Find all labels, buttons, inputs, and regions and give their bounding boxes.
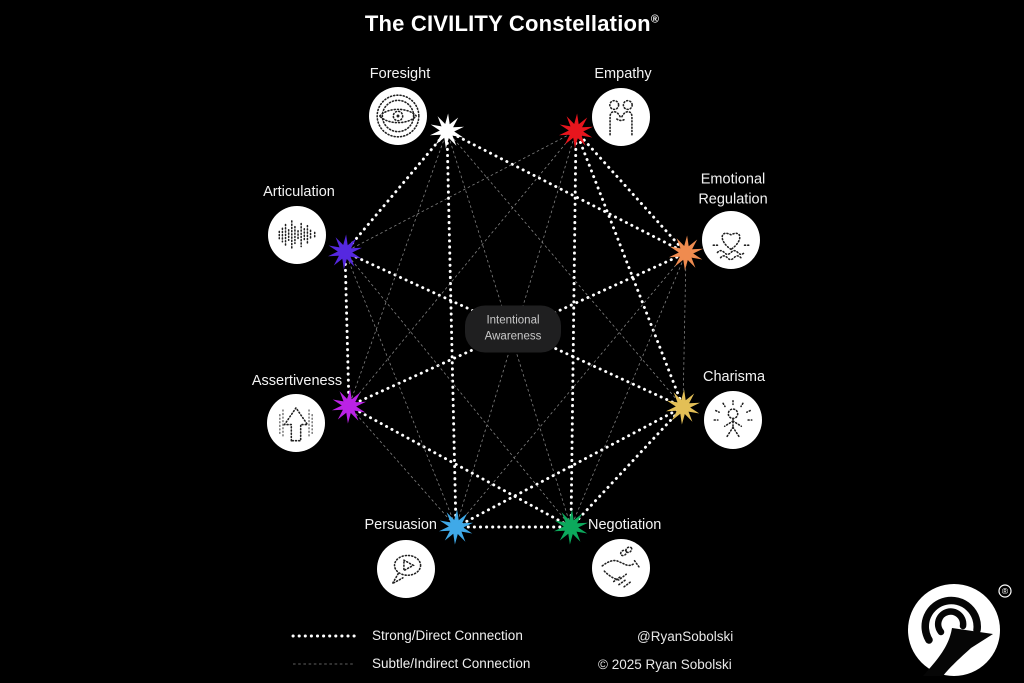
edge-foresight-charisma bbox=[446, 130, 684, 408]
articulation-star bbox=[328, 234, 362, 270]
assertiveness-star bbox=[332, 388, 366, 424]
persuasion-label: Persuasion bbox=[364, 517, 437, 534]
eye-icon bbox=[376, 94, 420, 138]
edge-emotional_regulation-negotiation bbox=[570, 252, 687, 528]
page-title: The CIVILITY Constellation® bbox=[0, 11, 1024, 37]
legend-strong: Strong/Direct Connection bbox=[290, 628, 523, 643]
logo-road bbox=[923, 628, 993, 676]
edge-empathy-persuasion bbox=[455, 130, 577, 528]
edge-assertiveness-emotional_regulation bbox=[347, 251, 688, 408]
brand-logo: ® bbox=[908, 584, 1012, 676]
negotiation-star bbox=[554, 509, 588, 545]
edge-empathy-emotional_regulation bbox=[574, 129, 688, 255]
empathy-star bbox=[559, 113, 593, 149]
waveform-icon bbox=[278, 220, 316, 250]
node-persuasion bbox=[377, 540, 435, 598]
charisma-label: Charisma bbox=[702, 369, 766, 386]
foresight-label: Foresight bbox=[369, 66, 431, 83]
edge-foresight-negotiation bbox=[446, 130, 572, 528]
legend-subtle-label: Subtle/Indirect Connection bbox=[372, 656, 531, 671]
logo-inner-arc bbox=[934, 608, 967, 636]
node-articulation bbox=[268, 206, 326, 264]
edge-foresight-persuasion bbox=[445, 129, 458, 529]
logo-outer-arc bbox=[921, 596, 981, 644]
edge-persuasion-charisma bbox=[454, 405, 685, 529]
social-handle: @RyanSobolski bbox=[637, 629, 734, 644]
negotiation-label: Negotiation bbox=[588, 517, 662, 534]
empathy-label: Empathy bbox=[594, 66, 652, 83]
logo-registered-mark: ® bbox=[998, 584, 1012, 598]
assertiveness-label: Assertiveness bbox=[251, 373, 343, 390]
svg-text:®: ® bbox=[1002, 586, 1009, 596]
persuasion-star bbox=[439, 509, 473, 545]
edge-emotional_regulation-charisma bbox=[682, 252, 687, 408]
edge-articulation-persuasion bbox=[344, 251, 457, 528]
center-hub-label: Intentional Awareness bbox=[484, 314, 542, 342]
edge-empathy-charisma bbox=[574, 129, 685, 409]
speech-play-icon bbox=[390, 554, 422, 586]
articulation-label: Articulation bbox=[263, 184, 335, 201]
title-text: The CIVILITY Constellation bbox=[364, 11, 651, 36]
edge-empathy-negotiation bbox=[569, 129, 578, 529]
people-icon bbox=[609, 99, 633, 136]
node-foresight bbox=[369, 87, 427, 145]
radiant-person-icon bbox=[713, 399, 753, 439]
edge-foresight-emotional_regulation bbox=[445, 129, 688, 255]
copyright-text: © 2025 Ryan Sobolski bbox=[598, 657, 732, 672]
subtle-line-sample bbox=[293, 663, 355, 664]
legend-subtle: Subtle/Indirect Connection bbox=[290, 656, 530, 671]
legend-strong-label: Strong/Direct Connection bbox=[372, 628, 523, 643]
edge-emotional_regulation-persuasion bbox=[455, 252, 687, 528]
node-empathy bbox=[592, 88, 650, 146]
edge-articulation-charisma bbox=[343, 250, 685, 409]
edge-articulation-negotiation bbox=[344, 251, 572, 528]
strong-line-sample bbox=[291, 634, 357, 637]
node-negotiation bbox=[592, 539, 650, 597]
node-charisma bbox=[704, 391, 762, 449]
arrow-up-icon bbox=[279, 406, 313, 442]
handshake-icon bbox=[601, 546, 641, 588]
emotional_regulation-star bbox=[669, 235, 703, 271]
edge-empathy-articulation bbox=[344, 130, 577, 253]
edge-foresight-assertiveness bbox=[348, 130, 448, 407]
foresight-star bbox=[430, 113, 464, 149]
registered-mark: ® bbox=[650, 13, 660, 26]
edge-charisma-negotiation bbox=[569, 405, 685, 529]
edge-assertiveness-persuasion bbox=[348, 405, 457, 528]
node-assertiveness bbox=[267, 394, 325, 452]
heart-wave-icon bbox=[712, 232, 750, 261]
edge-foresight-articulation bbox=[343, 129, 449, 254]
emotional_regulation-label: Emotional Regulation bbox=[698, 171, 768, 207]
node-emotional_regulation bbox=[702, 211, 760, 269]
edge-assertiveness-negotiation bbox=[347, 404, 573, 529]
center-hub: Intentional Awareness bbox=[465, 305, 561, 353]
charisma-star bbox=[666, 389, 700, 425]
edge-articulation-assertiveness bbox=[343, 250, 351, 408]
edge-empathy-assertiveness bbox=[348, 130, 577, 407]
